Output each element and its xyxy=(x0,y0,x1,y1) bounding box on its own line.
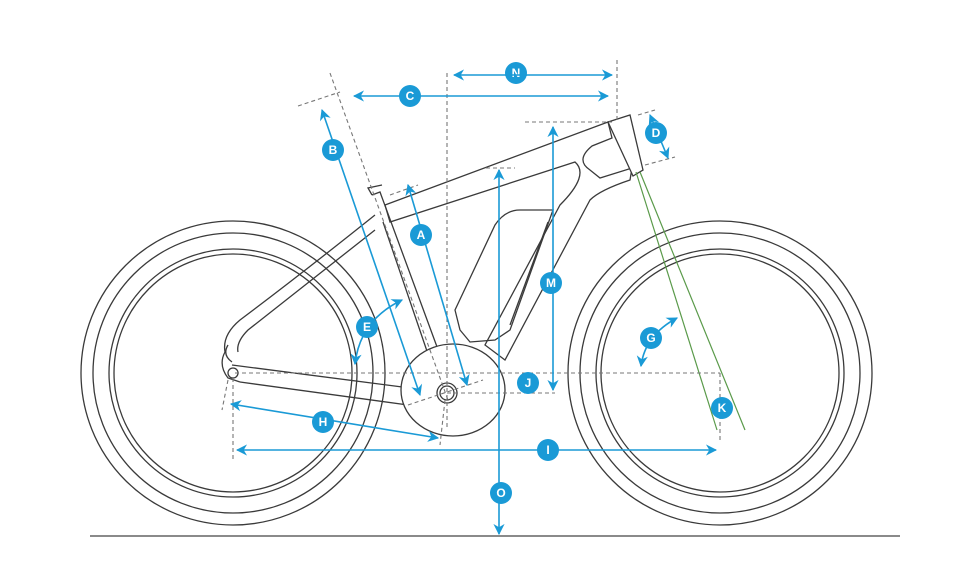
svg-text:O: O xyxy=(496,486,505,500)
label-badge-b: B xyxy=(322,139,344,161)
svg-text:C: C xyxy=(406,89,415,103)
fork-axis-line xyxy=(635,171,718,431)
label-badge-j: J xyxy=(517,372,539,394)
bike-frame xyxy=(221,114,644,437)
svg-text:K: K xyxy=(718,401,727,415)
svg-text:A: A xyxy=(417,228,426,242)
svg-text:B: B xyxy=(329,143,338,157)
label-badge-d: D xyxy=(645,122,667,144)
svg-text:E: E xyxy=(363,320,371,334)
label-badge-m: M xyxy=(540,272,562,294)
label-badge-e: E xyxy=(356,316,378,338)
label-badge-i: I xyxy=(537,439,559,461)
svg-text:N: N xyxy=(512,66,521,80)
svg-text:D: D xyxy=(652,126,661,140)
label-badge-n: N xyxy=(505,62,527,84)
label-badge-k: K xyxy=(711,397,733,419)
svg-text:J: J xyxy=(525,376,532,390)
label-badge-a: A xyxy=(410,224,432,246)
svg-text:M: M xyxy=(546,276,556,290)
svg-text:H: H xyxy=(319,415,328,429)
svg-text:I: I xyxy=(546,443,549,457)
dimension-arrows xyxy=(229,69,718,536)
label-badge-o: O xyxy=(490,482,512,504)
label-badge-h: H xyxy=(312,411,334,433)
svg-text:G: G xyxy=(646,331,655,345)
label-badge-c: C xyxy=(399,85,421,107)
label-badge-g: G xyxy=(640,327,662,349)
steering-axis-line xyxy=(639,171,746,431)
rear-wheel xyxy=(80,220,386,526)
